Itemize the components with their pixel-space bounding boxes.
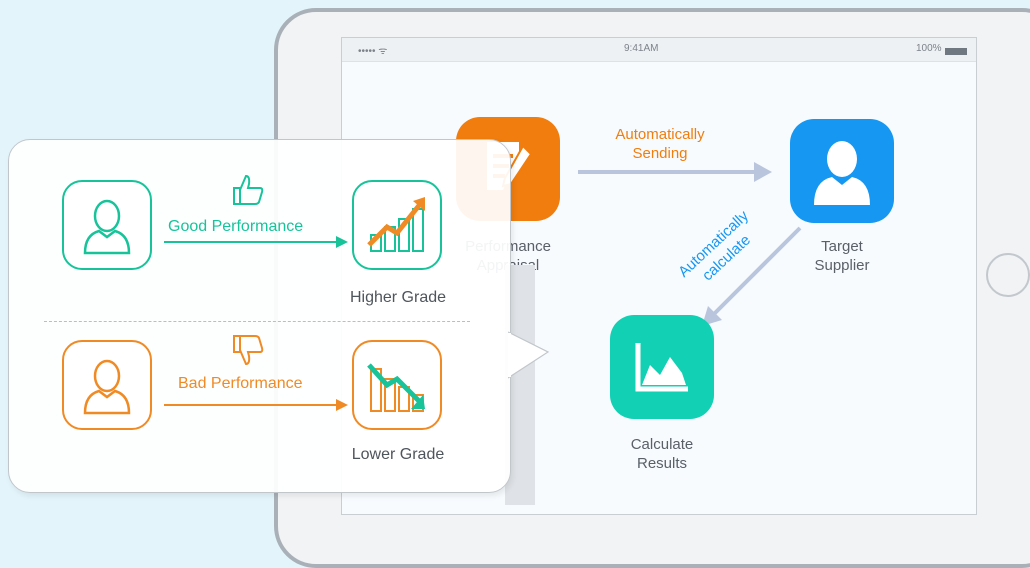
battery-icon: [944, 48, 967, 55]
bad-arrow: [164, 399, 348, 411]
home-button[interactable]: [986, 253, 1030, 297]
battery-indicator: 100%: [916, 43, 967, 55]
thumbs-up-icon: [233, 174, 264, 205]
sending-arrow: [578, 162, 772, 182]
row-divider: [44, 321, 470, 322]
higher-grade-label: Higher Grade: [349, 289, 447, 306]
card-pointer: [508, 331, 550, 379]
lower-grade-icon-box: [352, 340, 442, 430]
user-icon: [814, 141, 870, 205]
user-outline-icon: [83, 199, 131, 255]
higher-grade-icon-box: [352, 180, 442, 270]
bad-performance-label: Bad Performance: [178, 375, 303, 392]
sending-label: Automatically Sending: [615, 126, 705, 162]
area-chart-icon: [635, 343, 688, 392]
falling-bar-chart-icon: [367, 363, 425, 412]
calculate-arrow: [702, 226, 802, 326]
rising-bar-chart-icon: [367, 197, 425, 252]
good-performance-label: Good Performance: [168, 218, 304, 235]
target-supplier-label: Target Supplier: [814, 238, 870, 274]
lower-grade-label: Lower Grade: [351, 446, 445, 463]
bad-user-icon-box: [62, 340, 152, 430]
signal-indicator: ••••• ᯤ: [358, 46, 388, 57]
good-user-icon-box: [62, 180, 152, 270]
thumbs-down-icon: [233, 335, 264, 366]
target-supplier-tile[interactable]: [790, 119, 894, 223]
good-arrow: [164, 236, 348, 248]
user-outline-icon: [83, 359, 131, 415]
calculate-results-label: Calculate Results: [630, 436, 694, 472]
status-time: 9:41AM: [624, 43, 659, 54]
status-bar: ••••• ᯤ 9:41AM 100%: [342, 38, 976, 62]
calculate-results-tile[interactable]: [610, 315, 714, 419]
